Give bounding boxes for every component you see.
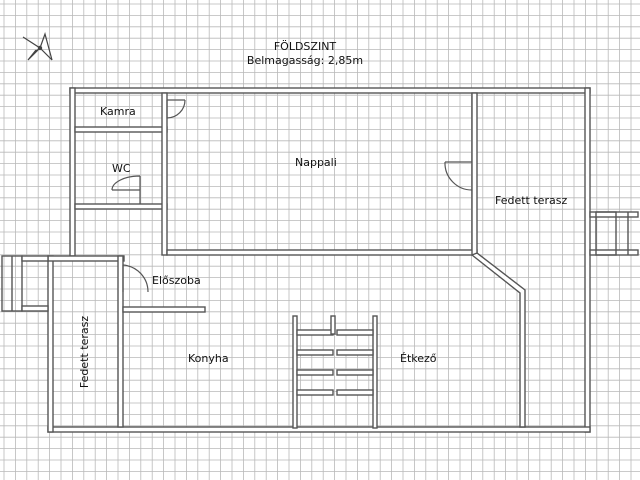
wall-bottom xyxy=(47,426,591,433)
room-label-fedett-terasz-left: Fedett terasz xyxy=(78,316,91,388)
room-label-kamra: Kamra xyxy=(100,105,136,118)
right-stair-bottom xyxy=(589,249,639,256)
plan-subtitle: Belmagasság: 2,85m xyxy=(247,54,363,67)
room-label-fedett-terasz-right: Fedett terasz xyxy=(495,194,567,207)
wall-eloszoba-bottom xyxy=(122,306,206,313)
wall-veranda-inner xyxy=(117,255,124,428)
central-staircase xyxy=(292,315,378,429)
wall-veranda-left xyxy=(47,255,54,433)
north-arrow-icon xyxy=(22,31,53,61)
door-kamra xyxy=(166,99,186,119)
room-label-etkezo: Étkező xyxy=(400,352,437,365)
room-label-konyha: Konyha xyxy=(188,352,229,365)
left-stair-landing-top xyxy=(21,255,49,262)
wall-top xyxy=(69,87,591,94)
wall-right xyxy=(584,87,591,433)
wall-terrace-diagonal xyxy=(470,252,526,428)
wall-veranda-top xyxy=(47,255,125,262)
door-eloszoba xyxy=(122,264,149,293)
walls xyxy=(1,87,639,433)
wall-wc-bottom xyxy=(74,203,168,210)
right-stair-top xyxy=(589,211,639,218)
room-label-wc: WC xyxy=(112,162,131,175)
wall-left-upper xyxy=(69,87,76,257)
door-nappali-terrace xyxy=(444,161,473,191)
wall-kamra-bottom xyxy=(74,126,168,133)
door-wc xyxy=(111,175,141,204)
plan-title: FÖLDSZINT xyxy=(274,40,337,53)
right-stairs xyxy=(595,211,617,256)
wall-kamra-right xyxy=(161,92,168,256)
wall-hall-top xyxy=(166,249,478,256)
room-label-eloszoba: Előszoba xyxy=(152,274,201,287)
room-label-nappali: Nappali xyxy=(295,156,337,169)
left-stair-landing-bottom xyxy=(21,305,49,312)
doors xyxy=(111,99,473,293)
wall-terrace-vertical xyxy=(471,92,478,256)
